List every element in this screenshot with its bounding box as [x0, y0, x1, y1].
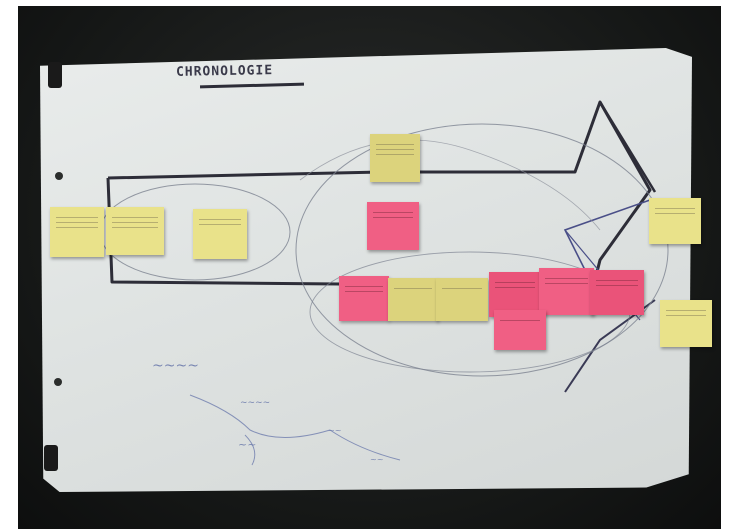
- sticky-note-pink: [367, 202, 419, 250]
- sticky-note-pink: [489, 272, 541, 317]
- pencil-curve: [299, 139, 601, 231]
- blue-pen-scribble: [189, 394, 401, 461]
- handwritten-blue-text: ~~~~: [240, 398, 271, 408]
- handwritten-blue-text: ~~: [328, 426, 342, 435]
- sticky-note-yellow: [370, 134, 420, 182]
- sticky-note-yellow: [388, 278, 438, 321]
- arrow-head-edge: [598, 101, 657, 193]
- handwritten-blue-text: ~~: [370, 455, 384, 464]
- sticky-note-yellow: [649, 198, 701, 244]
- sticky-note-yellow: [436, 278, 488, 321]
- handwritten-blue-text: ~~: [238, 438, 257, 451]
- sticky-note-pink: [339, 276, 389, 321]
- punch-hole: [55, 172, 63, 180]
- sticky-note-pink: [590, 270, 644, 315]
- sticky-note-yellow: [106, 207, 164, 255]
- sticky-note-pink: [539, 268, 594, 315]
- handwritten-blue-text: ~~~~: [152, 358, 199, 374]
- binder-clip: [48, 62, 62, 88]
- sticky-note-yellow: [660, 300, 712, 347]
- sticky-note-pink: [494, 310, 546, 350]
- sticky-note-yellow: [193, 209, 247, 259]
- sticky-note-yellow: [50, 207, 104, 257]
- binder-clip: [44, 445, 58, 471]
- punch-hole: [54, 378, 62, 386]
- pencil-ellipse: [295, 123, 669, 377]
- blue-pen-scribble: [244, 434, 256, 466]
